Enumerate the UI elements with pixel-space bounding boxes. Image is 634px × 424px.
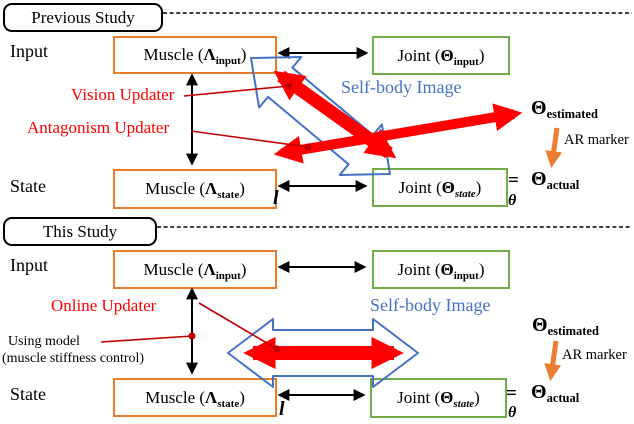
joint-angle-label-previous: θ (508, 192, 517, 209)
box-text: ) (240, 45, 247, 64)
antagonism-updater-pointer-line (190, 130, 309, 148)
state-row-label-previous: State (10, 176, 46, 196)
equals-sign-this: = (506, 383, 517, 404)
muscle-input-box-previous: Muscle (Λinput) (113, 36, 277, 74)
muscle-input-label-previous: Muscle (Λinput) (143, 45, 247, 67)
theta-symbol: Θ (531, 381, 547, 403)
box-text: Muscle ( (143, 259, 204, 279)
ar-marker-label-this: AR marker (562, 347, 627, 363)
input-row-label-previous: Input (10, 41, 48, 61)
previous-study-header: Previous Study (3, 3, 163, 32)
state-row-label-this: State (10, 384, 46, 404)
muscle-state-box-this: Muscle (Λstate) (113, 378, 277, 417)
box-subscript: input (215, 55, 241, 67)
vision-updater-label: Vision Updater (71, 85, 175, 104)
self-body-image-label-previous: Self-body Image (341, 77, 462, 97)
theta-symbol: Θ (441, 177, 455, 197)
self-body-image-arrow-this (227, 318, 419, 388)
theta-symbol: Θ (440, 45, 454, 65)
box-text: ) (240, 259, 247, 279)
box-text: ) (239, 387, 245, 407)
using-model-pointer-line (100, 335, 193, 343)
online-updater-pointer-dot (273, 345, 281, 353)
previous-study-header-label: Previous Study (31, 7, 135, 27)
estimated-subscript: estimated (546, 107, 598, 121)
theta-actual-this: Θactual (531, 381, 580, 405)
box-text: ) (474, 388, 480, 407)
lambda-symbol: Λ (203, 45, 216, 64)
lambda-symbol: Λ (203, 259, 216, 279)
box-subscript: input (453, 269, 479, 282)
ar-marker-label-previous: AR marker (564, 132, 629, 148)
box-text: Muscle ( (143, 45, 204, 64)
box-text: Joint ( (397, 388, 441, 407)
joint-state-label-this: Joint (Θstate) (397, 388, 480, 410)
theta-symbol: Θ (531, 97, 547, 119)
joint-input-label-previous: Joint (Θinput) (397, 45, 485, 68)
muscle-input-label-this: Muscle (Λinput) (143, 259, 247, 282)
lambda-symbol: Λ (205, 179, 218, 198)
box-subscript: state (453, 398, 475, 410)
joint-input-label-this: Joint (Θinput) (397, 259, 485, 282)
muscle-length-label-this: l (279, 398, 285, 420)
self-body-image-label-this: Self-body Image (370, 295, 491, 315)
joint-input-box-previous: Joint (Θinput) (372, 36, 510, 75)
actual-subscript: actual (546, 178, 580, 192)
muscle-state-box-previous: Muscle (Λstate) (113, 169, 277, 209)
theta-symbol: Θ (440, 259, 454, 279)
box-text: ) (478, 259, 485, 279)
joint-state-box-previous: Joint (Θstate) (372, 168, 508, 207)
box-text: Muscle ( (145, 179, 206, 198)
using-model-label-line2: (muscle stiffness control) (2, 351, 145, 366)
theta-symbol: Θ (440, 388, 454, 407)
box-subscript: input (453, 55, 479, 68)
antagonism-updater-label: Antagonism Updater (27, 118, 170, 137)
using-model-pointer-dot (188, 332, 196, 340)
joint-state-label-previous: Joint (Θstate) (398, 177, 482, 200)
box-text: Joint ( (397, 259, 441, 279)
joint-input-box-this: Joint (Θinput) (372, 250, 510, 289)
box-text: Joint ( (397, 45, 441, 65)
ar-marker-arrow-this (544, 340, 562, 382)
theta-estimated-previous: Θestimated (531, 97, 598, 121)
theta-estimated-this: Θestimated (532, 314, 599, 338)
vision-updater-pointer-line (183, 85, 290, 97)
box-subscript: state (454, 187, 476, 200)
box-text: Muscle ( (145, 387, 206, 407)
this-study-header: This Study (3, 217, 157, 246)
box-text: Joint ( (398, 177, 442, 197)
box-subscript: state (217, 397, 240, 410)
muscle-input-box-this: Muscle (Λinput) (113, 250, 277, 289)
actual-subscript: actual (546, 391, 580, 405)
theta-symbol: Θ (532, 314, 548, 336)
antagonism-updater-pointer-dot (304, 143, 312, 151)
ar-marker-arrow-previous (545, 127, 563, 169)
box-text: ) (478, 45, 485, 65)
vision-updater-pointer-dot (285, 82, 293, 90)
online-updater-pointer-line (198, 302, 278, 350)
box-text: ) (239, 179, 245, 198)
joint-state-box-this: Joint (Θstate) (370, 378, 507, 418)
input-row-label-this: Input (10, 255, 48, 275)
estimated-subscript: estimated (547, 324, 599, 338)
theta-symbol: Θ (531, 168, 547, 190)
self-body-image-arrow-previous (250, 56, 391, 176)
lambda-symbol: Λ (205, 387, 218, 407)
equals-sign-previous: = (508, 170, 519, 191)
box-subscript: input (215, 269, 241, 282)
muscle-state-label-previous: Muscle (Λstate) (145, 179, 245, 201)
theta-actual-previous: Θactual (531, 168, 580, 192)
muscle-state-label-this: Muscle (Λstate) (145, 387, 245, 410)
antagonism-update-arrow (273, 103, 523, 164)
joint-angle-label-this: θ (508, 404, 517, 421)
muscle-length-label-previous: l (273, 187, 279, 209)
online-updater-label: Online Updater (51, 296, 157, 315)
box-subscript: state (217, 189, 240, 201)
using-model-label-line1: Using model (8, 334, 80, 349)
box-text: ) (475, 177, 482, 197)
this-study-header-label: This Study (42, 221, 118, 241)
